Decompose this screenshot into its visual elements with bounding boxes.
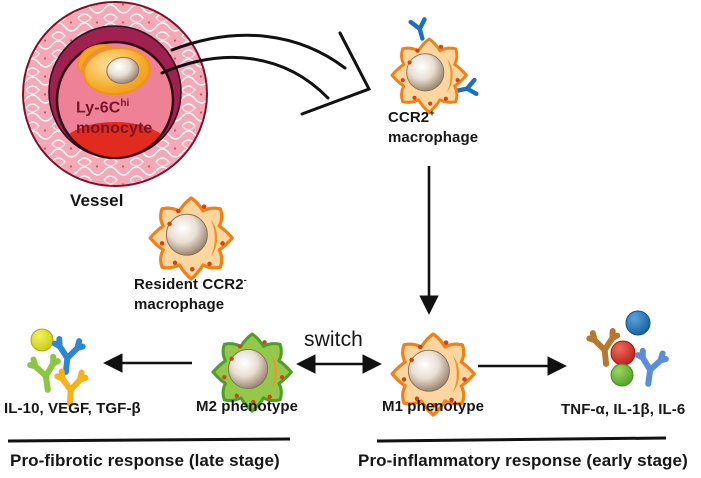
m1-cytokine-icons [589,310,667,387]
yellow-circle-cytokine-icon [30,328,54,352]
green-circle-cytokine-icon [610,363,634,387]
pro-fibrotic-label: Pro-fibrotic response (late stage) [10,451,280,470]
blue-circle-cytokine-icon [625,310,651,336]
ccr2-positive-label: CCR2+ macrophage [388,108,479,146]
monocyte-label: Ly-6Chi monocyte [76,98,153,138]
vessel-label: Vessel [70,191,124,210]
m1-label: M1 phenotype [382,398,485,415]
emigration-arrow [160,31,372,116]
light-blue-antibody-icon [634,350,666,386]
resident-macrophage-cell [148,196,234,281]
vessel-illustration [22,1,208,187]
ccr2-receptor-icon [411,18,429,40]
pro-inflammatory-underline [376,436,667,443]
m2-cytokines-label: IL-10, VEGF, TGF-β [4,400,141,417]
m2-label: M2 phenotype [196,398,299,415]
m1-cytokines-label: TNF-α, IL-1β, IL-6 [561,401,686,418]
pro-inflammatory-label: Pro-inflammatory response (early stage) [358,451,688,470]
switch-label: switch [304,328,363,351]
resident-macrophage-label: Resident CCR2- macrophage [134,275,247,313]
pro-fibrotic-underline [7,437,291,443]
red-circle-cytokine-icon [610,340,636,366]
blue-antibody-icon [52,339,83,374]
monocyte-cell [77,44,151,96]
m2-cytokine-icons [29,328,85,405]
ccr2-positive-macrophage-cell [390,18,477,114]
